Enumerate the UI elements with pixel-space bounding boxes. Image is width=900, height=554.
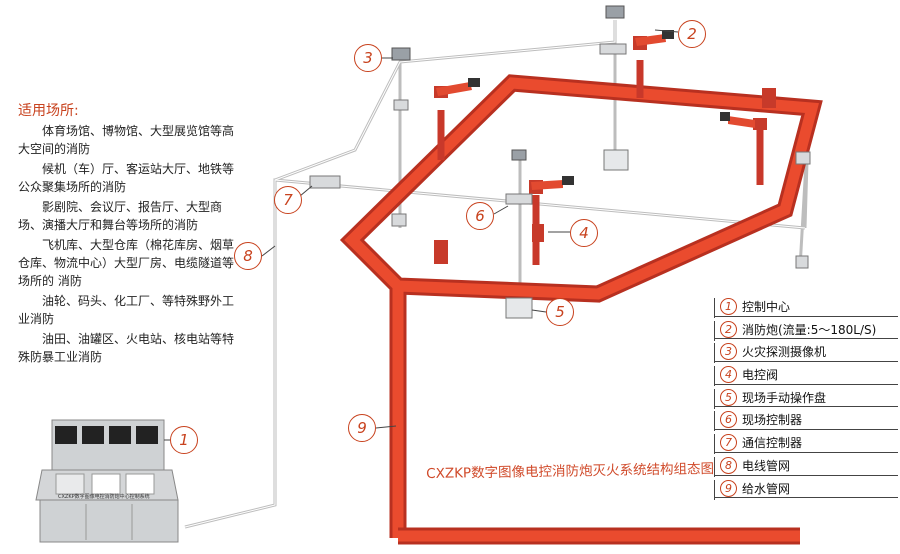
water-pipe-network	[339, 60, 823, 545]
legend-item: 9 给水管网	[714, 478, 898, 501]
legend-number: 8	[720, 456, 737, 474]
legend-item: 2 消防炮(流量:5～180L/S)	[714, 319, 898, 342]
legend-number: 5	[720, 388, 737, 406]
legend-item: 7 通信控制器	[714, 432, 898, 455]
legend-item: 3 火灾探测摄像机	[714, 341, 898, 364]
legend-number: 6	[720, 411, 737, 429]
legend-label: 电控阀	[742, 368, 779, 383]
legend-number: 4	[720, 366, 737, 384]
legend-label: 火灾探测摄像机	[742, 345, 827, 360]
callout-comm-controller: 7	[274, 186, 302, 214]
legend-label: 控制中心	[742, 300, 791, 314]
legend-item: 4 电控阀	[714, 364, 898, 387]
legend-number: 2	[720, 320, 737, 338]
legend-number: 9	[720, 479, 737, 497]
fire-cannon	[633, 30, 674, 50]
console-label: CXZKP数字图像电控消防炮中心控制系统	[58, 493, 150, 500]
legend-item: 8 电线管网	[714, 455, 898, 478]
application-item: 体育场馆、博物馆、大型展览馆等高大空间的消防	[18, 124, 235, 156]
application-item: 影剧院、会议厅、报告厅、大型商场、演播大厅和舞台等场所的消防	[18, 200, 223, 232]
legend-label: 给水管网	[742, 481, 791, 496]
legend-item: 6 现场控制器	[714, 409, 898, 432]
legend-label: 电线管网	[742, 458, 791, 473]
callout-valve: 4	[570, 219, 598, 247]
callout-control-center: 1	[170, 426, 198, 454]
callout-manual-panel: 5	[546, 298, 574, 326]
applications-list: 体育场馆、博物馆、大型展览馆等高大空间的消防 候机（车）厅、客运站大厅、地铁等公…	[18, 122, 240, 368]
application-item: 油田、油罐区、火电站、核电站等特殊防暴工业消防	[18, 332, 235, 364]
callout-field-controller: 6	[466, 202, 494, 230]
fire-cannon	[720, 112, 767, 130]
fire-cannon	[529, 176, 574, 194]
legend-number: 1	[720, 298, 737, 315]
fire-cannon	[434, 78, 480, 98]
applications-title: 适用场所:	[18, 103, 79, 119]
legend-item: 1 控制中心	[714, 296, 898, 319]
application-item: 油轮、码头、化工厂、等特殊野外工业消防	[18, 294, 235, 326]
application-item: 候机（车）厅、客运站大厅、地铁等公众聚集场所的消防	[18, 162, 235, 194]
legend-number: 7	[720, 434, 737, 452]
callout-fire-cannon: 2	[678, 20, 706, 48]
callout-camera: 3	[354, 44, 382, 72]
field-controller	[309, 43, 811, 269]
detection-camera	[391, 5, 625, 161]
legend-label: 消防炮(流量:5～180L/S)	[742, 322, 877, 337]
control-console	[35, 419, 179, 543]
callout-water-network: 9	[348, 414, 376, 442]
legend-label: 现场手动操作盘	[742, 390, 827, 405]
legend-label: 通信控制器	[742, 436, 803, 451]
legend-item: 5 现场手动操作盘	[714, 387, 898, 410]
callout-wire-network: 8	[234, 242, 262, 270]
electric-valve	[434, 88, 776, 264]
legend-number: 3	[720, 343, 737, 361]
legend-label: 现场控制器	[742, 413, 803, 428]
manual-panel	[505, 149, 629, 319]
application-item: 飞机库、大型仓库（棉花库房、烟草仓库、物流中心）大型厂房、电缆隧道等场所的 消防	[18, 238, 235, 288]
